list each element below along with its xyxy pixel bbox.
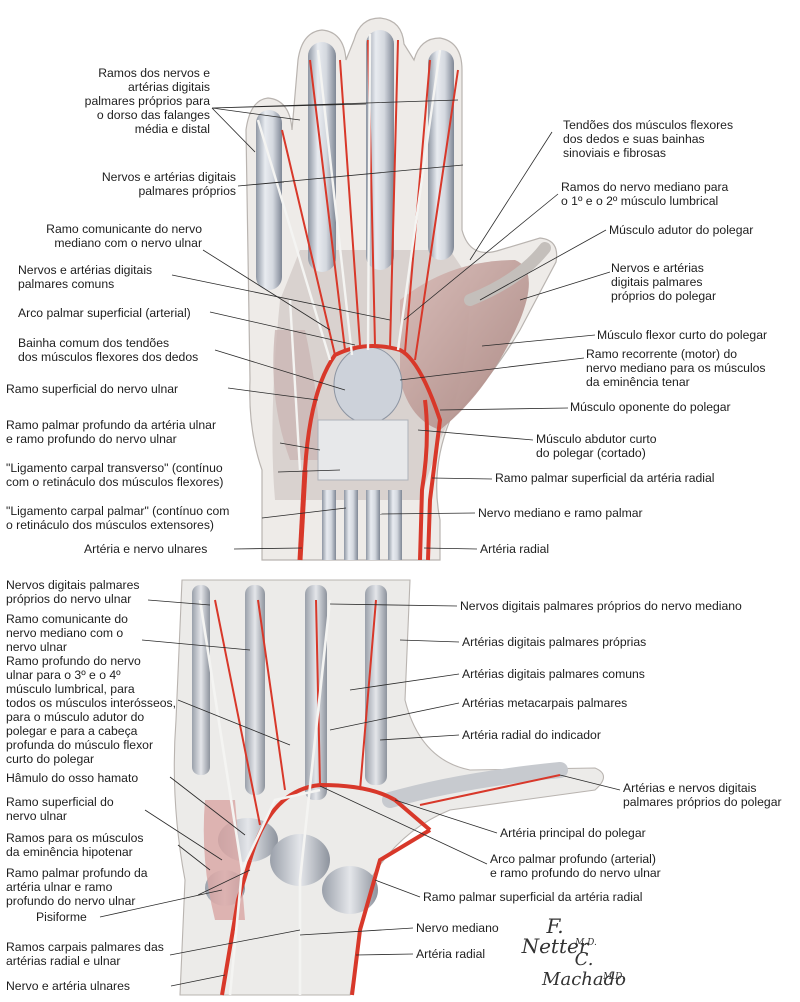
label-superficial-ulnar-nerve: Ramo superficial do nervo ulnar <box>6 382 179 396</box>
label-common-palmar-digital: Nervos e artérias digitais palmares comu… <box>18 263 153 291</box>
thumb-bones <box>382 762 568 808</box>
label-palmar-metacarpal-arteries: Artérias metacarpais palmares <box>462 696 628 710</box>
label-proper-palmar-digital-arteries: Artérias digitais palmares próprias <box>462 635 647 649</box>
label-median-nerve-palmar-branch: Nervo mediano e ramo palmar <box>478 506 643 520</box>
label-radial-artery-upper: Artéria radial <box>480 542 550 556</box>
upper-dissection-illustration <box>245 17 558 561</box>
wrist-tendon-4 <box>388 490 402 560</box>
lower-leader-lines <box>99 599 621 987</box>
wrist-tendon-2 <box>344 490 358 560</box>
radial-artery-lower <box>350 828 432 996</box>
label-deep-palmar-ulnar-branch: Ramo palmar profundo da artéria ulnar e … <box>6 418 217 446</box>
middle-finger-bones <box>305 585 327 800</box>
label-hypothenar-branches: Ramos para os músculos da eminência hipo… <box>6 831 144 859</box>
label-median-ulnar-communicating-lower: Ramo comunicante do nervo mediano com o … <box>6 612 128 654</box>
signature-netter: F. Netter <box>521 914 589 958</box>
label-flexor-pollicis-brevis: Músculo flexor curto do polegar <box>597 328 768 342</box>
label-median-proper-digital-nerves: Nervos digitais palmares próprios do ner… <box>460 599 742 613</box>
label-superficial-palmar-arch: Arco palmar superficial (arterial) <box>18 306 191 320</box>
label-adductor-pollicis: Músculo adutor do polegar <box>609 223 754 237</box>
digital-arteries-upper <box>281 39 459 361</box>
lower-hand-skin <box>173 579 605 996</box>
label-ulnar-nerve-artery-lower: Nervo e artéria ulnares <box>6 979 130 993</box>
flexor-sheath-index <box>428 50 454 260</box>
label-princeps-pollicis-artery: Artéria principal do polegar <box>500 826 646 840</box>
label-radialis-indicis-artery: Artéria radial do indicador <box>462 728 601 742</box>
carpal-capitate <box>270 834 330 886</box>
label-proper-palmar-digital-nerves-arteries: Nervos e artérias digitais palmares próp… <box>101 170 236 198</box>
thumb-structures <box>464 242 551 306</box>
label-superficial-palmar-radial-branch: Ramo palmar superficial da artéria radia… <box>495 471 715 485</box>
label-ulnar-proper-digital-nerves: Nervos digitais palmares próprios do ner… <box>6 578 140 606</box>
label-deep-palmar-ulnar-lower: Ramo palmar profundo da artéria ulnar e … <box>6 866 148 908</box>
label-radial-artery-lower: Artéria radial <box>416 947 486 961</box>
label-ulnar-artery-nerve-upper: Artéria e nervo ulnares <box>84 542 208 556</box>
wrist-tendon-3 <box>366 490 380 560</box>
signature-machado: C. Machado <box>542 949 626 990</box>
label-deep-ulnar-nerve-branches: Ramo profundo do nervo ulnar para o 3º e… <box>6 654 177 766</box>
upper-leader-lines <box>171 99 611 550</box>
label-common-flexor-sheath: Bainha comum dos tendões dos músculos fl… <box>18 336 199 364</box>
signature-machado-md: M.D. <box>603 972 625 982</box>
radial-artery-upper <box>418 399 429 561</box>
metacarpal-arteries <box>214 599 561 826</box>
deep-nerves-lower <box>198 599 332 996</box>
label-flexor-tendons-sheaths: Tendões dos músculos flexores dos dedos … <box>563 118 734 160</box>
ring-finger-bones <box>245 585 265 795</box>
label-hook-of-hamate: Hâmulo do osso hamato <box>6 771 139 785</box>
label-median-nerve-lower: Nervo mediano <box>416 921 499 935</box>
label-deep-palmar-arch: Arco palmar profundo (arterial) e ramo p… <box>490 852 661 880</box>
transverse-carpal-ligament <box>317 419 409 481</box>
label-common-palmar-digital-arteries: Artérias digitais palmares comuns <box>462 667 645 681</box>
label-palmar-carpal-ligament: "Ligamento carpal palmar" (contínuo com … <box>6 504 230 532</box>
superficial-palmar-arch <box>303 344 443 561</box>
label-thumb-digital-arteries-nerves: Artérias e nervos digitais palmares próp… <box>623 781 782 809</box>
label-transverse-carpal-ligament: "Ligamento carpal transverso" (contínuo … <box>6 461 224 489</box>
label-superficial-ulnar-nerve-lower: Ramo superficial do nervo ulnar <box>6 795 114 823</box>
index-finger-bones <box>365 585 387 785</box>
label-opponens-pollicis: Músculo oponente do polegar <box>570 400 731 414</box>
label-thumb-digital-nerves-arteries: Nervos e artérias digitais palmares próp… <box>611 261 717 303</box>
label-palmar-carpal-branches: Ramos carpais palmares das artérias radi… <box>6 940 164 968</box>
lower-dissection-illustration <box>173 579 605 996</box>
label-median-ulnar-communicating-branch: Ramo comunicante do nervo mediano com o … <box>46 222 202 250</box>
label-abductor-pollicis-brevis: Músculo abdutor curto do polegar (cortad… <box>536 432 657 460</box>
wrist-tendon-1 <box>322 490 336 560</box>
flexor-sheath-little <box>256 110 282 290</box>
label-dorsal-digital-branches: Ramos dos nervos e artérias digitais pal… <box>84 66 210 136</box>
thenar-eminence-muscles <box>400 260 529 430</box>
label-recurrent-motor-branch: Ramo recorrente (motor) do nervo mediano… <box>586 347 766 389</box>
flexor-sheath-middle <box>366 30 394 270</box>
label-pisiform: Pisiforme <box>36 910 87 924</box>
signature-netter-md: M.D. <box>575 938 597 948</box>
label-median-lumbrical-branches: Ramos do nervo mediano para o 1º e o 2º … <box>561 180 729 208</box>
digital-nerves-upper <box>256 33 442 471</box>
carpal-scaphoid <box>322 866 378 914</box>
ulnar-artery-upper <box>297 469 308 561</box>
label-superficial-palmar-radial-lower: Ramo palmar superficial da artéria radia… <box>423 890 643 904</box>
common-flexor-sheath <box>333 346 403 424</box>
